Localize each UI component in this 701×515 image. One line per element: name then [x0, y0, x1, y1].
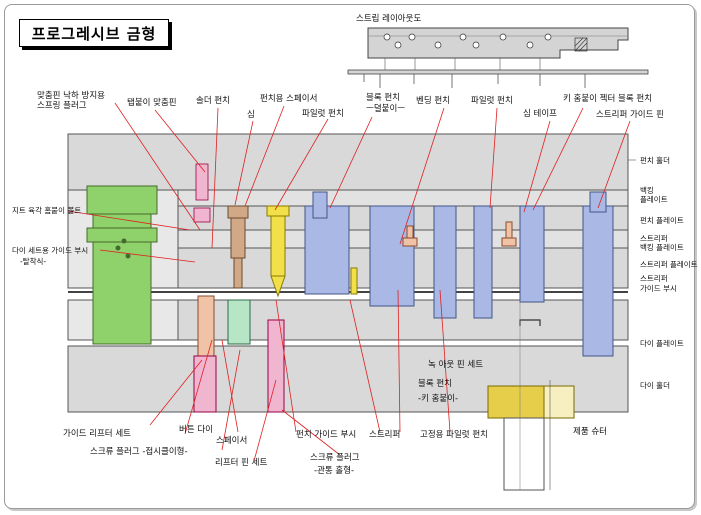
label-backing-plate: 백킹 — [640, 185, 654, 195]
page-title: 프로그레시브 금형 — [19, 19, 169, 47]
label-die-holder: 다이 홀더 — [640, 380, 670, 390]
label-stripper-guide-bush-2: 가이드 부시 — [640, 283, 677, 293]
punches — [193, 163, 614, 491]
label-punch-spacer: 펀치용 스페이서 — [260, 93, 317, 104]
label-knockout-pin-set: 녹 아웃 핀 세트 — [428, 359, 483, 370]
label-die-set-guide-bush-2: -탈착식- — [20, 257, 46, 266]
label-tapped-dowel: 탭붙이 맞춤핀 — [127, 97, 177, 108]
label-keyed-ejector-punch: 키 홈붙이 젝터 블록 펀치 — [563, 93, 652, 104]
label-stripper-plate: 스트리퍼 플레이트 — [640, 259, 698, 269]
left-labels: 지트 육각 홈붙이 볼트 다이 세트용 가이드 부시 -탈착식- — [12, 205, 88, 266]
backing-plate — [177, 189, 629, 207]
label-pilot-punch-1: 파일럿 펀치 — [302, 108, 344, 119]
top-labels: 맞춤핀 낙하 방지용 스프링 플러그 탭붙이 맞춤핀 솔더 펀치 심 펀치용 스… — [37, 90, 664, 120]
label-product-shooter: 제품 슈터 — [573, 427, 607, 437]
label-stripper-guide-pin: 스트리퍼 가이드 핀 — [596, 109, 664, 120]
label-shoulder-punch: 솔더 펀치 — [196, 96, 230, 106]
label-hex-socket-bolt: 지트 육각 홈붙이 볼트 — [12, 205, 81, 215]
label-shim: 심 — [247, 109, 255, 120]
label-block-punch: 블록 펀치 — [366, 92, 400, 103]
strip-layout-title: 스트립 레이아웃도 — [356, 13, 421, 24]
label-keyed-block-punch-2: -키 홈붙이- — [418, 393, 458, 404]
die-plate — [177, 299, 629, 341]
label-keyed-block-punch: 블록 펀치 — [418, 378, 452, 389]
label-bending-punch: 벤딩 펀치 — [416, 95, 450, 106]
label-block-punch-2: ㅡ뎔붙이ㅡ — [366, 103, 405, 114]
label-lifter-pin-set: 리프터 핀 세트 — [215, 458, 268, 468]
label-stripper-backing-2: 백킹 플레이트 — [640, 242, 684, 252]
die-set-guide-bush — [86, 185, 158, 345]
label-spacer: 스페이서 — [216, 435, 247, 446]
label-punch-holder: 펀치 홀더 — [640, 155, 670, 165]
label-screw-plug-countersunk: 스크류 플러그 -접시클이형- — [90, 446, 188, 457]
right-labels: 펀치 홀더 백킹 플레이트 펀치 플레이트 스트리퍼 백킹 플레이트 스트리퍼 … — [628, 155, 698, 390]
label-punch-guide-bush: 펀치 가이드 부시 — [296, 429, 356, 440]
label-die-plate: 다이 플레이트 — [640, 338, 684, 348]
label-screw-plug-through: 스크류 플러그 — [310, 453, 360, 463]
strip-layout: 스트립 레이아웃도 — [347, 13, 649, 88]
label-backing-plate-2: 플레이트 — [640, 194, 668, 204]
label-stripper: 스트리퍼 — [369, 430, 400, 440]
label-punch-plate: 펀치 플레이트 — [640, 215, 684, 225]
label-screw-plug-through-2: -관통 홀형- — [314, 465, 354, 476]
leader-lines — [67, 102, 631, 462]
label-button-die: 버튼 다이 — [179, 424, 213, 435]
label-pilot-punch-2: 파일럿 펀치 — [471, 95, 513, 106]
label-guide-lifter-set: 가이드 리프터 세트 — [63, 428, 131, 439]
label-dowel-spring-plug: 맞춤핀 낙하 방지용 — [37, 90, 105, 101]
label-die-set-guide-bush: 다이 세트용 가이드 부시 — [12, 245, 88, 255]
bottom-labels: 가이드 리프터 세트 버튼 다이 스크류 플러그 -접시클이형- 스페이서 리프… — [63, 359, 607, 476]
label-dowel-spring-plug-2: 스프링 플러그 — [37, 100, 87, 111]
label-fixed-pilot-punch: 고정용 파일럿 펀치 — [420, 429, 488, 440]
label-stripper-guide-bush: 스트리퍼 — [640, 274, 668, 283]
label-shim-tape: 심 테이프 — [523, 108, 557, 119]
punch-holder-plate — [67, 133, 629, 191]
label-stripper-backing: 스트리퍼 — [640, 234, 668, 243]
